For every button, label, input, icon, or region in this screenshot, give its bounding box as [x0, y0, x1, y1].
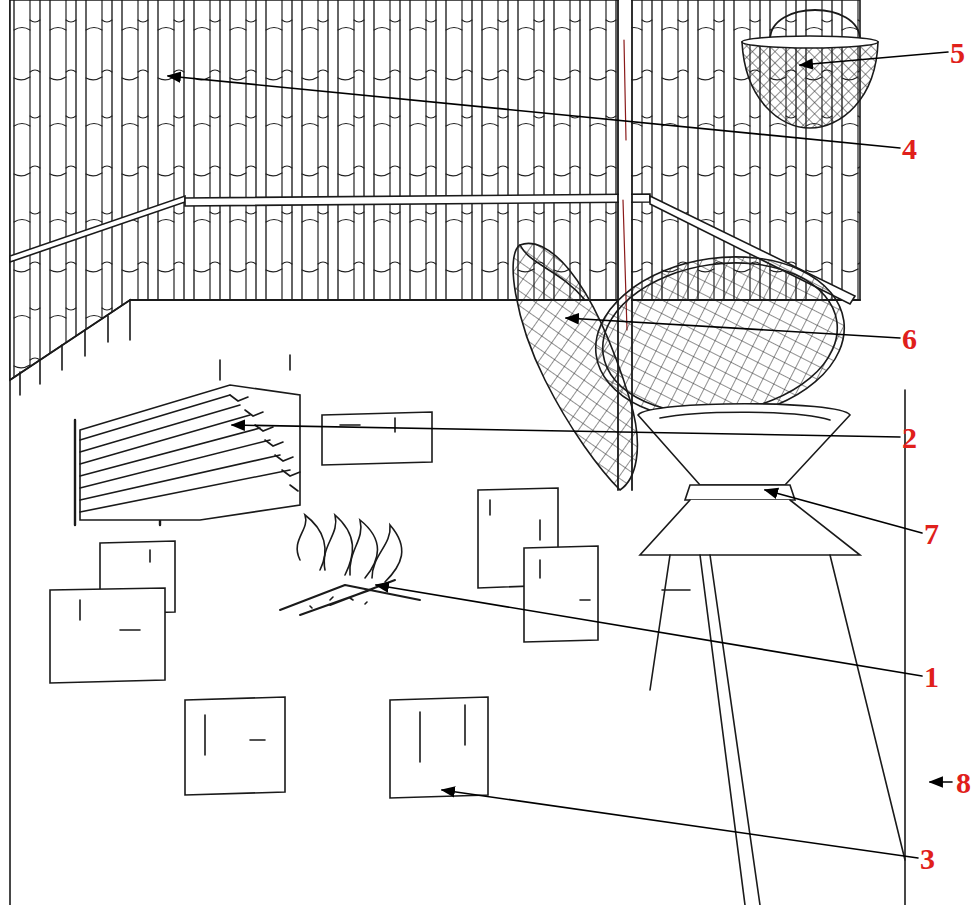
wall-posts [20, 316, 108, 395]
frame-line [904, 390, 906, 905]
callout-number: 8 [956, 768, 971, 798]
callout-number: 3 [920, 844, 935, 874]
wooden-stool [50, 412, 598, 798]
callout-number: 2 [902, 423, 917, 453]
cooking-fire [280, 515, 420, 615]
wall-corner [10, 300, 130, 380]
hanging-basket [742, 10, 878, 128]
callout-number: 7 [924, 519, 939, 549]
callout-number: 1 [924, 662, 939, 692]
firewood-stack [75, 355, 300, 525]
callout-number: 6 [902, 324, 917, 354]
callout-number: 5 [950, 38, 965, 68]
pot-stand [638, 404, 905, 905]
bamboo-rail [185, 194, 650, 206]
leader-line [168, 52, 952, 858]
bamboo-rail [10, 196, 185, 262]
post-grain [623, 40, 627, 330]
callout-number: 4 [902, 134, 917, 164]
